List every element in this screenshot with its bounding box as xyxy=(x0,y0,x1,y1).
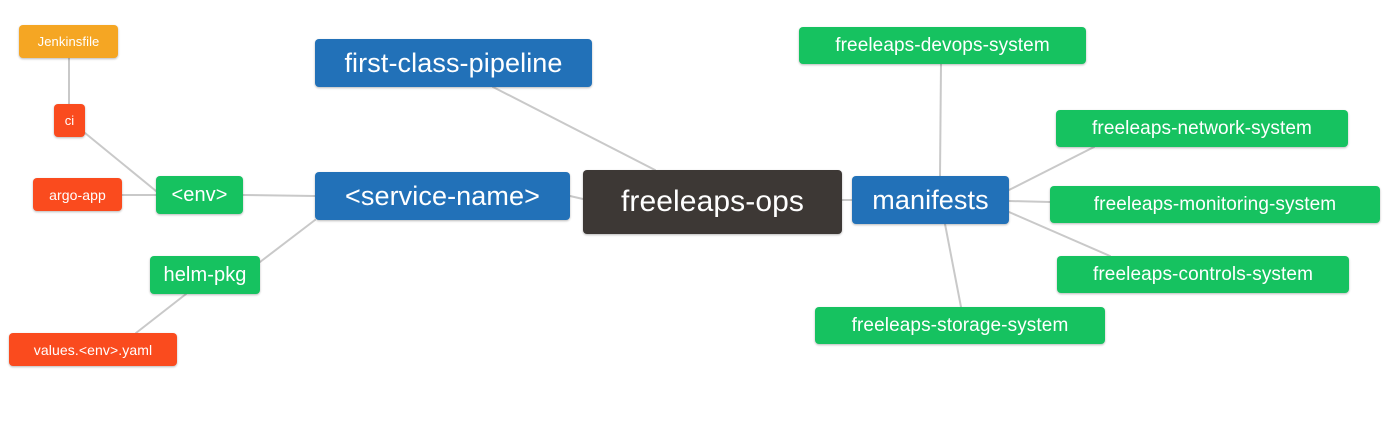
node-freeleaps-network-system[interactable]: freeleaps-network-system xyxy=(1056,110,1348,147)
node-freeleaps-controls-system[interactable]: freeleaps-controls-system xyxy=(1057,256,1349,293)
edge-helm-pkg-to-values-yaml xyxy=(135,293,187,334)
node-ci[interactable]: ci xyxy=(54,104,85,137)
node-freeleaps-storage-system[interactable]: freeleaps-storage-system xyxy=(815,307,1105,344)
node-label-freeleaps-network-system: freeleaps-network-system xyxy=(1092,118,1312,139)
node-label-values-yaml: values.<env>.yaml xyxy=(33,341,153,358)
edge-manifests-to-freeleaps-network-system xyxy=(1008,146,1095,191)
node-jenkinsfile[interactable]: Jenkinsfile xyxy=(19,25,118,58)
node-label-freeleaps-controls-system: freeleaps-controls-system xyxy=(1092,264,1314,285)
node-env[interactable]: <env> xyxy=(156,176,243,214)
node-label-jenkinsfile: Jenkinsfile xyxy=(37,34,100,49)
node-label-ci: ci xyxy=(64,113,75,128)
node-freeleaps-ops[interactable]: freeleaps-ops xyxy=(583,170,842,234)
edge-manifests-to-freeleaps-devops-system xyxy=(939,63,942,177)
node-helm-pkg[interactable]: helm-pkg xyxy=(150,256,260,294)
node-label-freeleaps-ops: freeleaps-ops xyxy=(620,185,805,218)
node-label-env: <env> xyxy=(171,184,228,206)
edge-manifests-to-freeleaps-monitoring-system xyxy=(1008,200,1051,203)
node-label-freeleaps-storage-system: freeleaps-storage-system xyxy=(851,315,1069,336)
edge-service-name-to-helm-pkg xyxy=(259,219,316,263)
node-values-yaml[interactable]: values.<env>.yaml xyxy=(9,333,177,366)
node-label-argo-app: argo-app xyxy=(49,186,106,203)
node-label-freeleaps-monitoring-system: freeleaps-monitoring-system xyxy=(1093,194,1337,215)
node-service-name[interactable]: <service-name> xyxy=(315,172,570,220)
node-label-helm-pkg: helm-pkg xyxy=(163,264,247,286)
node-manifests[interactable]: manifests xyxy=(852,176,1009,224)
node-label-freeleaps-devops-system: freeleaps-devops-system xyxy=(835,35,1050,56)
node-label-manifests: manifests xyxy=(872,184,989,215)
edge-first-class-pipeline-to-freeleaps-ops xyxy=(492,86,656,171)
node-label-service-name: <service-name> xyxy=(345,180,540,211)
edge-manifests-to-freeleaps-storage-system xyxy=(944,223,962,308)
node-argo-app[interactable]: argo-app xyxy=(33,178,122,211)
edge-service-name-to-freeleaps-ops xyxy=(569,195,584,200)
node-freeleaps-monitoring-system[interactable]: freeleaps-monitoring-system xyxy=(1050,186,1380,223)
node-label-first-class-pipeline: first-class-pipeline xyxy=(344,47,563,78)
node-freeleaps-devops-system[interactable]: freeleaps-devops-system xyxy=(799,27,1086,64)
edge-env-to-service-name xyxy=(242,194,316,197)
node-first-class-pipeline[interactable]: first-class-pipeline xyxy=(315,39,592,87)
